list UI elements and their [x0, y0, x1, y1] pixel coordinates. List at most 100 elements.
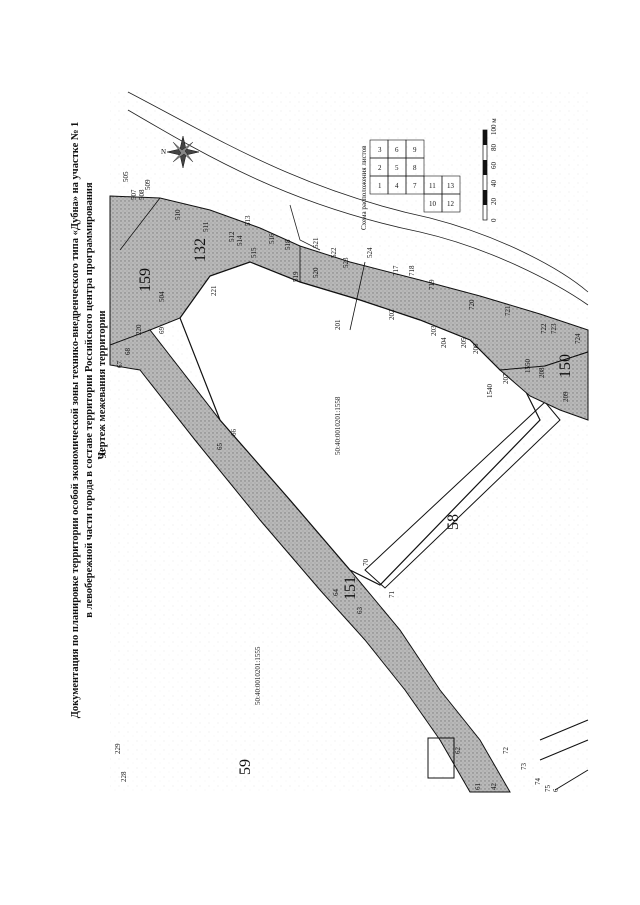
parcel-59-label: 59	[237, 759, 254, 775]
point-69: 69	[158, 327, 166, 335]
sheet-cell-11: 11	[429, 182, 436, 190]
compass-rose: N	[161, 135, 200, 169]
cadastral-1540-label: 1540	[486, 384, 494, 399]
point-507: 507	[130, 189, 138, 200]
point-64: 64	[332, 589, 340, 597]
scale-tick-60: 60	[490, 162, 498, 170]
sheet-cell-5: 5	[395, 164, 399, 172]
scale-bar-ticks: 0 20 40 60 80 100 м	[490, 118, 498, 222]
point-521: 521	[312, 237, 320, 248]
point-209: 209	[562, 391, 570, 402]
parcel-132-label: 132	[192, 238, 209, 262]
point-522: 522	[330, 247, 338, 258]
parcel-150-label: 150	[557, 354, 574, 378]
cadastral-1555-label: 50:40:0010201:1555	[254, 646, 262, 705]
scale-bar	[482, 129, 488, 221]
point-205: 205	[460, 337, 468, 348]
bottom-structures	[427, 719, 589, 791]
point-221: 221	[210, 285, 218, 296]
scale-tick-100: 100 м	[490, 118, 498, 135]
scale-tick-0: 0	[490, 218, 498, 222]
point-519: 519	[292, 271, 300, 282]
point-206: 206	[472, 343, 480, 354]
point-505: 505	[122, 171, 130, 182]
point-510: 510	[174, 209, 182, 220]
point-67: 67	[116, 361, 124, 369]
point-202: 202	[388, 309, 396, 320]
point-63: 63	[356, 607, 364, 615]
point-518: 518	[284, 239, 292, 250]
sheet-cell-6: 6	[395, 146, 399, 154]
point-511: 511	[202, 221, 210, 232]
point-513: 513	[244, 215, 252, 226]
point-71: 71	[388, 591, 396, 599]
point-70: 70	[362, 559, 370, 567]
point-73: 73	[520, 763, 528, 771]
point-723: 723	[550, 323, 558, 334]
sheet-cell-7: 7	[413, 182, 417, 190]
cadastral-1558-label: 50:40:0010201:1558	[334, 396, 342, 455]
point-717: 717	[392, 265, 400, 276]
point-204: 204	[440, 337, 448, 348]
parcel-151-label: 151	[342, 576, 359, 600]
point-72: 72	[502, 747, 510, 755]
sheet-cell-8: 8	[413, 164, 417, 172]
point-203: 203	[430, 325, 438, 336]
sheet-cell-4: 4	[395, 182, 399, 190]
parcel-58-strip	[364, 401, 561, 589]
scale-tick-80: 80	[490, 144, 498, 152]
scale-tick-20: 20	[490, 198, 498, 206]
point-524: 524	[366, 247, 374, 258]
sheet-cell-1: 1	[378, 182, 382, 190]
point-6: 6	[552, 788, 560, 792]
point-42: 42	[490, 783, 498, 791]
sheet-cell-10: 10	[429, 200, 437, 208]
sheet-cell-13: 13	[447, 182, 455, 190]
point-220: 220	[135, 324, 143, 335]
scale-tick-40: 40	[490, 180, 498, 188]
point-520: 520	[312, 267, 320, 278]
point-68: 68	[124, 348, 132, 356]
point-724: 724	[574, 333, 582, 344]
point-74: 74	[534, 778, 542, 786]
point-75: 75	[544, 785, 552, 793]
point-66: 66	[230, 429, 238, 437]
point-722: 722	[540, 323, 548, 334]
point-229: 229	[114, 743, 122, 754]
point-721: 721	[504, 305, 512, 316]
compass-north-label: N	[161, 148, 166, 156]
point-719: 719	[428, 279, 436, 290]
sheet-cell-9: 9	[413, 146, 417, 154]
point-508: 508	[138, 189, 146, 200]
boundary-point-labels: 505 507 508 509 510 511 512 513 514 515 …	[114, 171, 582, 792]
sheet-cell-12: 12	[447, 200, 455, 208]
point-523: 523	[342, 257, 350, 268]
point-509: 509	[144, 179, 152, 190]
point-201: 201	[334, 319, 342, 330]
point-228: 228	[120, 771, 128, 782]
river-bank	[127, 91, 589, 306]
sheet-cell-2: 2	[378, 164, 382, 172]
point-61: 61	[474, 783, 482, 791]
point-720: 720	[468, 299, 476, 310]
point-504: 504	[158, 291, 166, 302]
point-718: 718	[408, 265, 416, 276]
point-65: 65	[216, 443, 224, 451]
sheet-cell-3: 3	[378, 146, 382, 154]
parcel-159-label: 159	[137, 268, 154, 292]
point-515: 515	[250, 247, 258, 258]
point-62: 62	[454, 747, 462, 755]
point-208: 208	[538, 367, 546, 378]
point-207: 207	[502, 373, 510, 384]
sheet-layout-scheme: Схема расположения листов 1 2 3 4 5 6 7 …	[360, 139, 461, 230]
cadastral-1550-label: 1550	[524, 359, 532, 374]
parcel-150-area	[498, 351, 589, 421]
point-512: 512	[228, 231, 236, 242]
point-516: 516	[268, 233, 276, 244]
sheet-scheme-title: Схема расположения листов	[360, 145, 368, 230]
internal-boundaries	[119, 197, 366, 331]
point-514: 514	[236, 235, 244, 246]
parcel-58-label: 58	[445, 514, 462, 530]
parcel-numbers: 132 159 150 151 58 59 50:40:0010201:1558…	[137, 238, 574, 775]
